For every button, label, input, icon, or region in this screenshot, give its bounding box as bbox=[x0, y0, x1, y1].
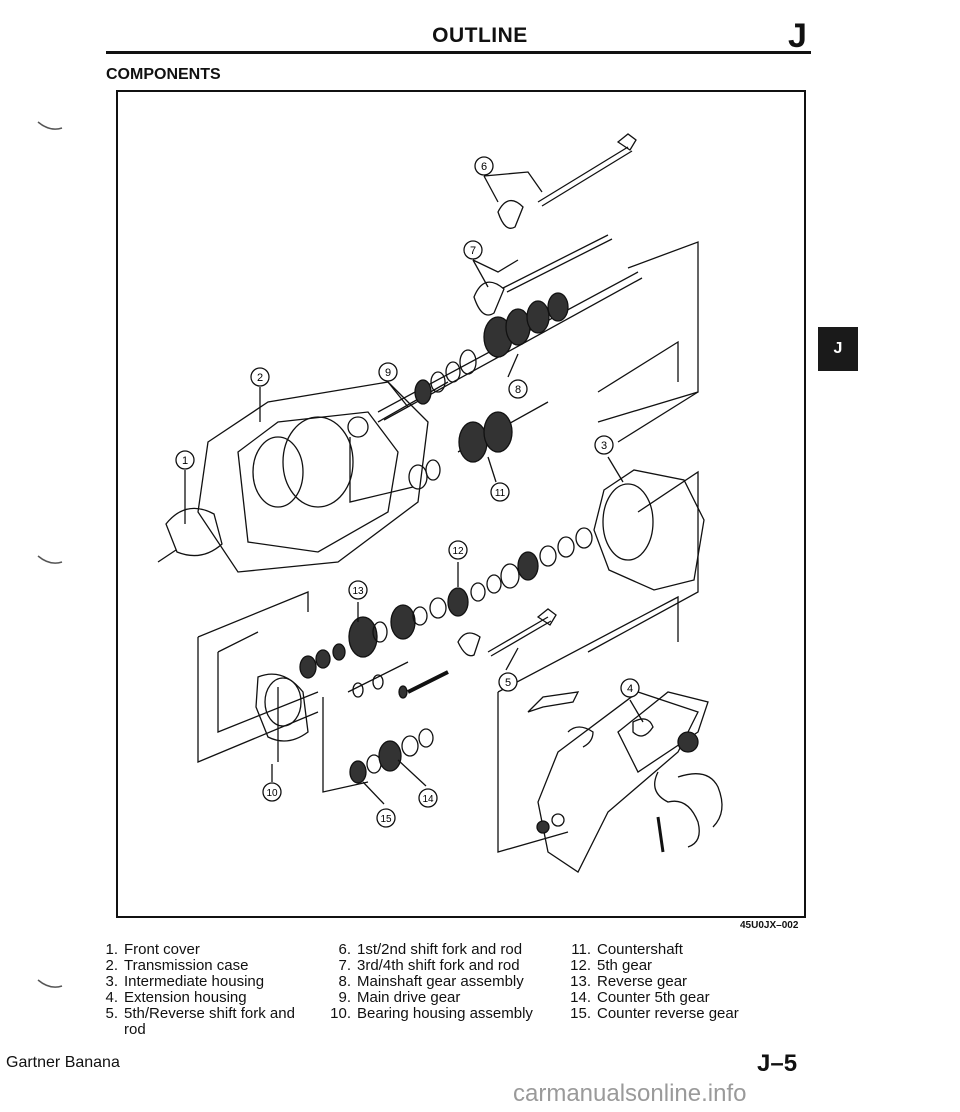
callout-9: 9 bbox=[378, 362, 398, 382]
callout-14: 14 bbox=[418, 788, 438, 808]
callout-1: 1 bbox=[175, 450, 195, 470]
legend-item: 6. 1st/2nd shift fork and rod bbox=[325, 942, 575, 958]
legend-item: 11. Countershaft bbox=[565, 942, 795, 958]
legend-item: 9. Main drive gear bbox=[325, 990, 575, 1006]
legend-text: 5th gear bbox=[597, 957, 653, 974]
legend-item: 2. Transmission case bbox=[92, 958, 322, 974]
callout-11: 11 bbox=[490, 482, 510, 502]
callout-label: 8 bbox=[515, 384, 521, 396]
callout-3: 3 bbox=[594, 435, 614, 455]
footer-brand: Gartner Banana bbox=[6, 1054, 120, 1071]
callout-15: 15 bbox=[376, 808, 396, 828]
section-tab-label: J bbox=[833, 340, 843, 357]
legend-text: Intermediate housing bbox=[124, 973, 265, 990]
callout-label: 11 bbox=[495, 488, 506, 499]
callout-4: 4 bbox=[620, 678, 640, 698]
legend-number: 12. bbox=[570, 957, 591, 974]
legend-number: 14. bbox=[570, 989, 591, 1006]
margin-mark-icon bbox=[37, 979, 63, 988]
legend-number: 9. bbox=[338, 989, 351, 1006]
legend-number: 3. bbox=[105, 973, 118, 990]
legend-number: 15. bbox=[570, 1005, 591, 1022]
legend-number: 1. bbox=[105, 941, 118, 958]
legend-text: Bearing housing assembly bbox=[357, 1005, 533, 1022]
legend-item: 12. 5th gear bbox=[565, 958, 795, 974]
legend-number: 5. bbox=[105, 1005, 118, 1022]
legend-column-3: 11. Countershaft 12. 5th gear 13. Reverse g… bbox=[565, 942, 795, 1022]
legend-number: 11. bbox=[571, 941, 591, 958]
margin-mark-icon bbox=[37, 555, 63, 564]
legend-text: Counter 5th gear bbox=[597, 989, 710, 1006]
callout-label: 12 bbox=[452, 546, 464, 557]
legend-text: Front cover bbox=[124, 941, 200, 958]
callout-label: 13 bbox=[352, 586, 364, 597]
legend-item: 7. 3rd/4th shift fork and rod bbox=[325, 958, 575, 974]
legend-item: 10. Bearing housing assembly bbox=[325, 1006, 575, 1022]
legend-item: 5. 5th/Reverse shift fork and rod bbox=[92, 1006, 322, 1038]
callout-5: 5 bbox=[498, 672, 518, 692]
callout-2: 2 bbox=[250, 367, 270, 387]
legend-item: 8. Mainshaft gear assembly bbox=[325, 974, 575, 990]
legend-number: 2. bbox=[105, 957, 118, 974]
callout-10: 10 bbox=[262, 782, 282, 802]
section-tab[interactable]: J bbox=[818, 327, 858, 371]
callout-label: 4 bbox=[627, 683, 633, 695]
legend-column-1: 1. Front cover 2. Transmission case 3. Inte… bbox=[92, 942, 322, 1038]
callout-label: 7 bbox=[470, 245, 476, 257]
header-rule bbox=[106, 51, 811, 54]
legend-item: 4. Extension housing bbox=[92, 990, 322, 1006]
callout-label: 14 bbox=[422, 794, 434, 805]
callout-7: 7 bbox=[463, 240, 483, 260]
legend-item: 14. Counter 5th gear bbox=[565, 990, 795, 1006]
transmission-exploded-diagram: 1 2 3 4 5 6 7 8 9 10 11 12 13 14 15 bbox=[157, 133, 723, 873]
legend-text: 1st/2nd shift fork and rod bbox=[357, 941, 523, 958]
page-header-title: OUTLINE bbox=[432, 24, 528, 47]
legend-item: 15. Counter reverse gear bbox=[565, 1006, 795, 1022]
legend-number: 10. bbox=[330, 1005, 351, 1022]
legend-number: 4. bbox=[105, 989, 118, 1006]
legend-text: Main drive gear bbox=[357, 989, 461, 1006]
callout-13: 13 bbox=[348, 580, 368, 600]
margin-mark-icon bbox=[37, 121, 63, 130]
callout-label: 10 bbox=[266, 788, 278, 799]
exploded-view-figure: 1 2 3 4 5 6 7 8 9 10 11 12 13 14 15 bbox=[116, 90, 806, 918]
legend-item: 13. Reverse gear bbox=[565, 974, 795, 990]
legend-text: 3rd/4th shift fork and rod bbox=[357, 957, 520, 974]
callout-6: 6 bbox=[474, 156, 494, 176]
callout-label: 5 bbox=[505, 677, 511, 689]
callout-label: 1 bbox=[182, 455, 188, 467]
callout-label: 9 bbox=[385, 367, 391, 379]
callout-label: 6 bbox=[481, 161, 487, 173]
legend-text: Mainshaft gear assembly bbox=[357, 973, 524, 990]
callout-label: 15 bbox=[380, 814, 392, 825]
page-number: J–5 bbox=[757, 1050, 798, 1077]
legend-text: 5th/Reverse shift fork and rod bbox=[124, 1005, 295, 1038]
legend-column-2: 6. 1st/2nd shift fork and rod 7. 3rd/4th s… bbox=[325, 942, 575, 1022]
callout-label: 2 bbox=[257, 372, 263, 384]
legend-text: Reverse gear bbox=[597, 973, 688, 990]
legend-item: 3. Intermediate housing bbox=[92, 974, 322, 990]
legend-text: Transmission case bbox=[124, 957, 249, 974]
legend-number: 7. bbox=[338, 957, 351, 974]
legend-number: 8. bbox=[338, 973, 351, 990]
callout-12: 12 bbox=[448, 540, 468, 560]
callout-label: 3 bbox=[601, 440, 607, 452]
callout-8: 8 bbox=[508, 379, 528, 399]
figure-code: 45U0JX–002 bbox=[740, 920, 799, 931]
page-header-section-letter: J bbox=[788, 17, 807, 55]
watermark: carmanualsonline.info bbox=[513, 1080, 747, 1107]
legend-item: 1. Front cover bbox=[92, 942, 322, 958]
legend-number: 13. bbox=[570, 973, 591, 990]
legend-number: 6. bbox=[338, 941, 351, 958]
section-title: COMPONENTS bbox=[106, 66, 221, 83]
legend-text: Counter reverse gear bbox=[597, 1005, 739, 1022]
legend-text: Countershaft bbox=[597, 941, 683, 958]
legend-text: Extension housing bbox=[124, 989, 247, 1006]
